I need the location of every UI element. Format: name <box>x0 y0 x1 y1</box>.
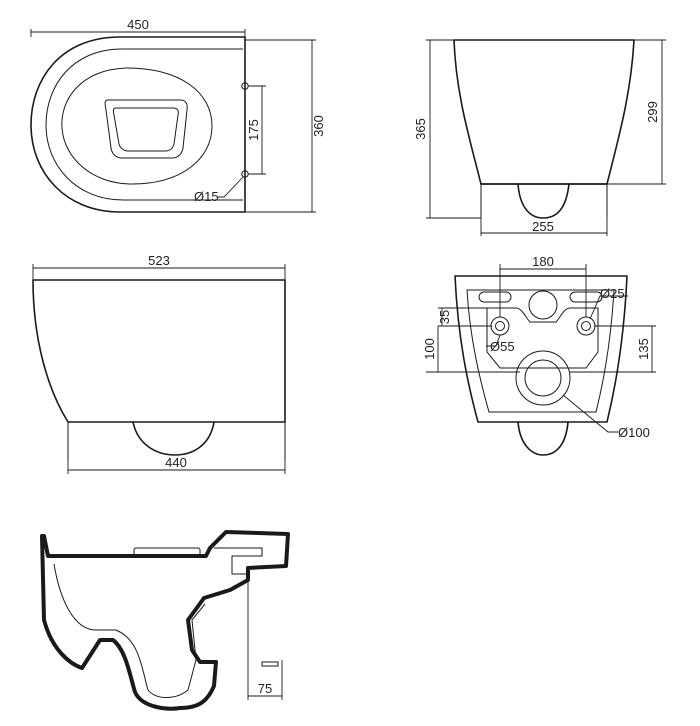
dim-440-label: 440 <box>165 455 187 470</box>
front-view-outline <box>453 39 635 185</box>
rear-bolt-right-inner <box>581 321 591 331</box>
rear-view: 180 Ø25 35 100 135 Ø55 Ø100 <box>422 254 656 456</box>
dim-450-label: 450 <box>127 17 149 32</box>
dim-o55-label: Ø55 <box>490 339 515 354</box>
leader-rear-bolt <box>589 295 628 320</box>
side-view: 523 440 <box>32 253 286 474</box>
front-view: 365 299 255 <box>413 39 666 236</box>
leader-outlet <box>562 394 618 433</box>
rear-view-outline <box>454 275 628 423</box>
section-view: 75 <box>40 530 290 711</box>
front-view-trap <box>517 183 570 219</box>
dim-365-label: 365 <box>413 118 428 140</box>
section-shell <box>40 530 290 711</box>
leader-inlet <box>486 334 501 347</box>
dim-o100-label: Ø100 <box>618 425 650 440</box>
rear-top-port-circle <box>528 290 558 320</box>
dim-255-label: 255 <box>532 219 554 234</box>
dim-o25-label: Ø25 <box>600 286 625 301</box>
rear-slot-left <box>478 291 512 303</box>
dim-100-label: 100 <box>422 338 437 360</box>
top-view-drain-outer <box>104 99 188 159</box>
section-floor-marker <box>261 661 279 667</box>
top-view-bowl-inner <box>45 48 243 201</box>
side-view-trap <box>132 421 215 456</box>
section-flush-rim <box>214 547 263 575</box>
rear-outlet-inner <box>524 359 562 397</box>
section-bowl-inner <box>53 563 206 698</box>
dim-35-label: 35 <box>437 310 452 324</box>
dim-523-label: 523 <box>148 253 170 268</box>
dim-o15-label: Ø15 <box>194 189 219 204</box>
side-view-outline <box>32 279 286 423</box>
top-view-drain-inner <box>112 107 179 152</box>
dim-360-label: 360 <box>311 115 326 137</box>
top-view-outline <box>30 36 246 213</box>
rear-outlet-outer <box>515 350 571 406</box>
dim-135-label: 135 <box>636 338 651 360</box>
dim-180-label: 180 <box>532 254 554 269</box>
leader-bolt-hole <box>218 176 244 198</box>
rear-plate <box>486 307 599 369</box>
rear-bolt-right-outer <box>576 316 596 336</box>
rear-bolt-left-outer <box>490 316 510 336</box>
rear-bolt-left-inner <box>495 321 505 331</box>
dim-175-label: 175 <box>246 119 261 141</box>
dim-75-label: 75 <box>258 681 272 696</box>
dim-299-label: 299 <box>645 101 660 123</box>
rear-view-trap <box>517 421 569 456</box>
top-view-bowl-rim <box>61 67 213 185</box>
section-seat-insert <box>133 547 201 557</box>
top-view: 450 360 175 Ø15 <box>30 17 326 213</box>
